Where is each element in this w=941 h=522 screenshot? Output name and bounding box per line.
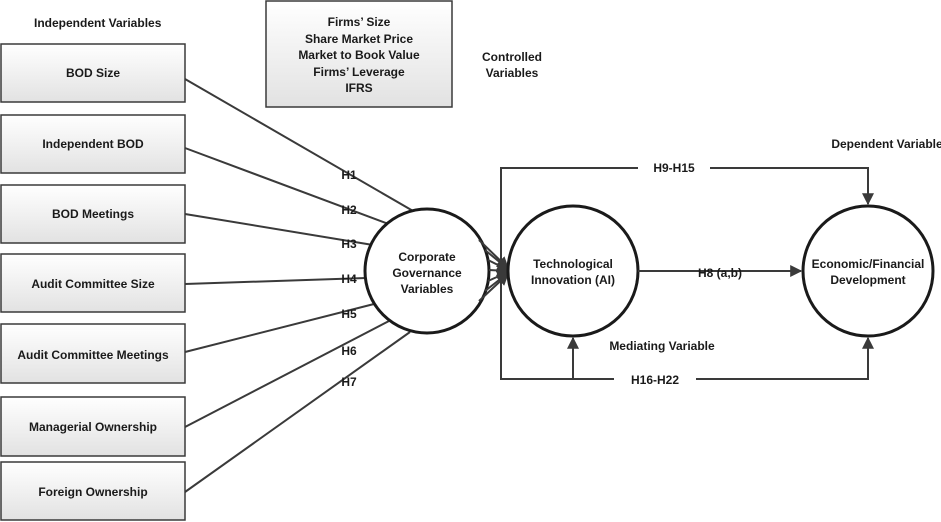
- mediation-path: H8 (a,b): [638, 265, 803, 280]
- independent-variable-box: [0, 253, 186, 313]
- controlled-variable: Share Market Price: [305, 32, 413, 46]
- link-label-h7: H7: [341, 375, 357, 389]
- independent-variable-label: Independent BOD: [42, 137, 144, 151]
- link-h4: [184, 277, 367, 285]
- top-direct-path: H9-H15: [500, 161, 874, 271]
- link-h3: [184, 213, 374, 246]
- independent-variable-box: [0, 396, 186, 457]
- independent-variable-boxes: BOD Size Independent BOD BOD Meetings Au…: [0, 43, 186, 521]
- independent-variable-label: BOD Size: [66, 66, 120, 80]
- link-h6: [184, 320, 390, 428]
- innovation-label-line1: Technological: [533, 257, 613, 271]
- bottom-moderation-path: H16-H22: [500, 271, 874, 387]
- link-h1: [184, 78, 421, 216]
- link-label-h2: H2: [341, 203, 357, 217]
- development-label-line2: Development: [830, 273, 905, 287]
- independent-variables-heading: Independent Variables: [34, 16, 162, 30]
- governance-to-innovation-arrows: [478, 239, 510, 302]
- controlled-variables-heading-line1: Controlled: [482, 50, 542, 64]
- mediation-path-label: H8 (a,b): [698, 266, 742, 280]
- governance-label-line1: Corporate: [398, 250, 456, 264]
- governance-node: Corporate Governance Variables: [363, 207, 491, 335]
- link-h7: [184, 331, 411, 493]
- mediating-variable-heading: Mediating Variable: [609, 339, 715, 353]
- link-label-h3: H3: [341, 237, 357, 251]
- independent-variable-label: BOD Meetings: [52, 207, 134, 221]
- independent-variable-box: [0, 43, 186, 103]
- independent-variable-label: Audit Committee Meetings: [17, 348, 169, 362]
- independent-variable-box: [0, 461, 186, 521]
- link-h2: [184, 147, 395, 227]
- link-label-h4: H4: [341, 272, 357, 286]
- link-h5: [184, 303, 375, 353]
- controlled-variable: Market to Book Value: [298, 48, 420, 62]
- independent-variable-label: Audit Committee Size: [31, 277, 155, 291]
- independent-variable-box: [0, 114, 186, 174]
- hypothesis-links: H1 H2 H3 H4 H5 H6 H7: [184, 78, 421, 493]
- governance-label-line3: Variables: [401, 282, 454, 296]
- innovation-node: Technological Innovation (AI): [506, 204, 640, 338]
- link-label-h6: H6: [341, 344, 357, 358]
- innovation-label-line2: Innovation (AI): [531, 273, 615, 287]
- independent-variable-label: Foreign Ownership: [38, 485, 147, 499]
- independent-variable-box: [0, 323, 186, 384]
- development-label-line1: Economic/Financial: [812, 257, 925, 271]
- bottom-path-label: H16-H22: [631, 373, 679, 387]
- link-label-h1: H1: [341, 168, 357, 182]
- controlled-variable: IFRS: [345, 81, 372, 95]
- controlled-variable: Firms’ Leverage: [313, 65, 405, 79]
- link-label-h5: H5: [341, 307, 357, 321]
- top-path-label: H9-H15: [653, 161, 695, 175]
- governance-label-line2: Governance: [392, 266, 462, 280]
- controlled-variables-heading-line2: Variables: [486, 66, 539, 80]
- independent-variable-label: Managerial Ownership: [29, 420, 157, 434]
- controlled-variables-box: Firms’ Size Share Market Price Market to…: [265, 0, 453, 108]
- controlled-variable: Firms’ Size: [328, 15, 391, 29]
- dependent-variable-heading: Dependent Variable: [831, 137, 941, 151]
- development-node: Economic/Financial Development: [801, 204, 935, 338]
